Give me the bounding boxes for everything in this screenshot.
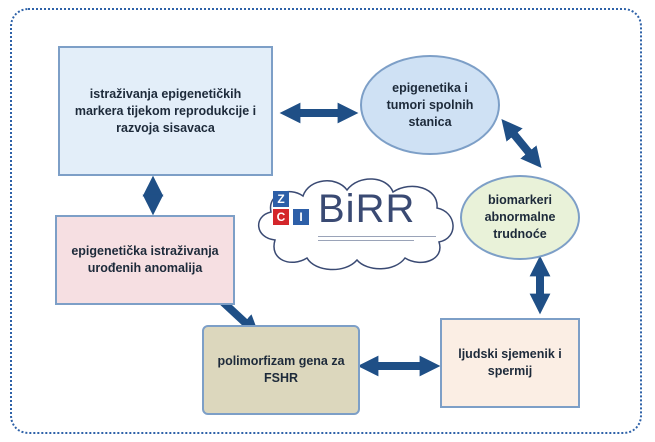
logo-subline-2 [318, 240, 414, 241]
oval-pregnancy-biomarkers: biomarkeri abnormalne trudnoće [460, 175, 580, 260]
dotted-frame [10, 8, 642, 434]
oval-germ-cell-tumors: epigenetika i tumori spolnih stanica [360, 55, 500, 155]
box-congenital-anomalies: epigenetička istraživanja urođenih anoma… [55, 215, 235, 305]
logo-letter-z: Z [273, 191, 289, 207]
box-epigenetic-markers-research: istraživanja epigenetičkih markera tijek… [58, 46, 273, 176]
logo-letter-c: C [273, 209, 289, 225]
logo-letter-i: I [293, 209, 309, 225]
logo-wordmark: BiRR [318, 187, 416, 231]
logo-subline-1 [318, 236, 436, 237]
box-human-testis-sperm: ljudski sjemenik i spermij [440, 318, 580, 408]
zci-birr-logo: Z C I BiRR [245, 168, 465, 278]
box-fshr-polymorphism: polimorfizam gena za FSHR [202, 325, 360, 415]
arrow-b2-b3 [501, 118, 542, 169]
cloud-shape [258, 178, 454, 271]
